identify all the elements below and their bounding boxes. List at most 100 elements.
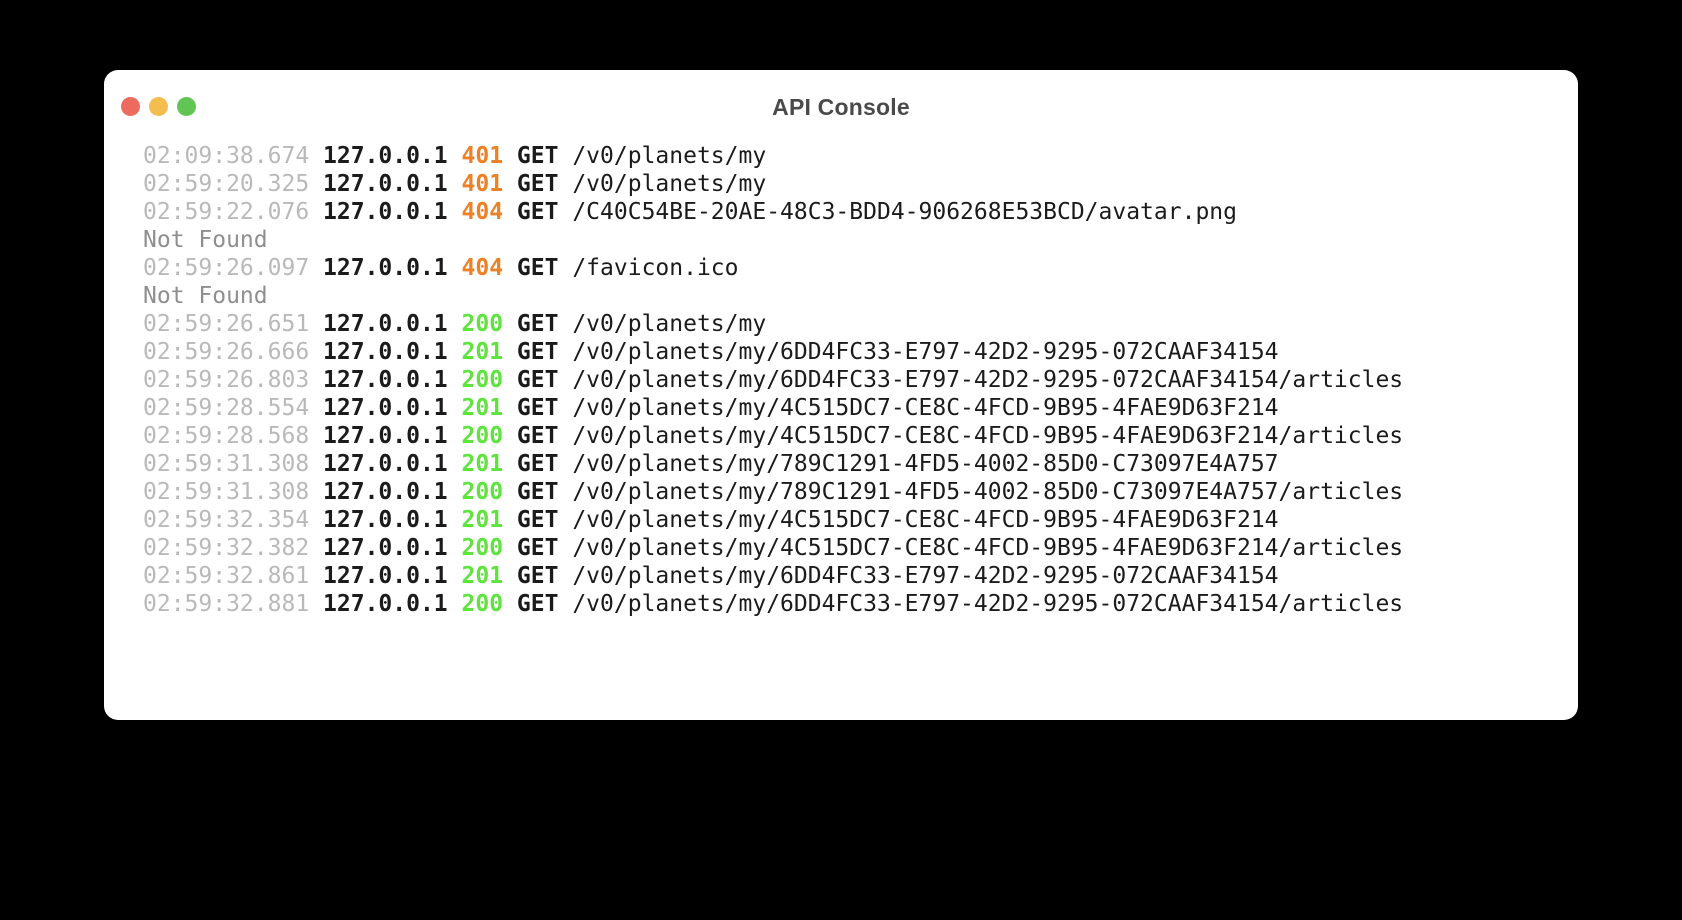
log-path: /v0/planets/my/4C515DC7-CE8C-4FCD-9B95-4…	[572, 507, 1279, 533]
log-status-code: 201	[461, 451, 504, 477]
log-timestamp: 02:59:26.651	[143, 311, 310, 337]
log-path: /v0/planets/my/789C1291-4FD5-4002-85D0-C…	[572, 451, 1279, 477]
log-timestamp: 02:59:22.076	[143, 199, 310, 225]
log-status-code: 404	[461, 255, 504, 281]
api-console-window: API Console 02:09:38.674 127.0.0.1 401 G…	[104, 70, 1578, 720]
log-path: /v0/planets/my/4C515DC7-CE8C-4FCD-9B95-4…	[572, 395, 1279, 421]
log-line: 02:59:28.554 127.0.0.1 201 GET /v0/plane…	[143, 394, 1568, 422]
log-status-code: 200	[461, 423, 504, 449]
log-path: /v0/planets/my/6DD4FC33-E797-42D2-9295-0…	[572, 339, 1279, 365]
log-path: /v0/planets/my/4C515DC7-CE8C-4FCD-9B95-4…	[572, 535, 1404, 561]
log-method: GET	[516, 535, 559, 561]
log-line: 02:59:32.861 127.0.0.1 201 GET /v0/plane…	[143, 562, 1568, 590]
log-method: GET	[516, 395, 559, 421]
log-line: 02:59:32.354 127.0.0.1 201 GET /v0/plane…	[143, 506, 1568, 534]
log-status-code: 200	[461, 479, 504, 505]
log-line: 02:59:20.325 127.0.0.1 401 GET /v0/plane…	[143, 170, 1568, 198]
log-status-code: 200	[461, 591, 504, 617]
log-method: GET	[516, 563, 559, 589]
log-timestamp: 02:59:32.354	[143, 507, 310, 533]
log-method: GET	[516, 311, 559, 337]
log-line: 02:59:22.076 127.0.0.1 404 GET /C40C54BE…	[143, 198, 1568, 226]
log-line: 02:59:28.568 127.0.0.1 200 GET /v0/plane…	[143, 422, 1568, 450]
log-path: /v0/planets/my/6DD4FC33-E797-42D2-9295-0…	[572, 591, 1404, 617]
log-method: GET	[516, 423, 559, 449]
log-timestamp: 02:59:32.881	[143, 591, 310, 617]
log-ip: 127.0.0.1	[323, 395, 448, 421]
log-method: GET	[516, 143, 559, 169]
log-ip: 127.0.0.1	[323, 451, 448, 477]
log-status-code: 401	[461, 143, 504, 169]
log-method: GET	[516, 255, 559, 281]
log-ip: 127.0.0.1	[323, 255, 448, 281]
log-line: 02:59:32.382 127.0.0.1 200 GET /v0/plane…	[143, 534, 1568, 562]
log-status-code: 200	[461, 311, 504, 337]
log-timestamp: 02:59:32.861	[143, 563, 310, 589]
log-path: /v0/planets/my	[572, 171, 767, 197]
traffic-lights	[121, 97, 196, 116]
log-line: 02:59:26.666 127.0.0.1 201 GET /v0/plane…	[143, 338, 1568, 366]
log-ip: 127.0.0.1	[323, 339, 448, 365]
log-timestamp: 02:59:20.325	[143, 171, 310, 197]
log-path: /v0/planets/my/4C515DC7-CE8C-4FCD-9B95-4…	[572, 423, 1404, 449]
log-ip: 127.0.0.1	[323, 423, 448, 449]
log-status-code: 201	[461, 339, 504, 365]
log-method: GET	[516, 591, 559, 617]
log-method: GET	[516, 507, 559, 533]
log-line: 02:59:26.803 127.0.0.1 200 GET /v0/plane…	[143, 366, 1568, 394]
log-timestamp: 02:09:38.674	[143, 143, 310, 169]
log-status-code: 200	[461, 535, 504, 561]
log-line: 02:59:31.308 127.0.0.1 201 GET /v0/plane…	[143, 450, 1568, 478]
log-ip: 127.0.0.1	[323, 171, 448, 197]
log-message: Not Found	[143, 227, 268, 253]
log-ip: 127.0.0.1	[323, 143, 448, 169]
close-button[interactable]	[121, 97, 140, 116]
log: 02:09:38.674 127.0.0.1 401 GET /v0/plane…	[143, 142, 1568, 618]
log-method: GET	[516, 339, 559, 365]
log-method: GET	[516, 451, 559, 477]
log-method: GET	[516, 199, 559, 225]
log-status-code: 200	[461, 367, 504, 393]
log-status-code: 404	[461, 199, 504, 225]
log-timestamp: 02:59:32.382	[143, 535, 310, 561]
log-method: GET	[516, 171, 559, 197]
log-ip: 127.0.0.1	[323, 535, 448, 561]
log-ip: 127.0.0.1	[323, 199, 448, 225]
log-path: /v0/planets/my/789C1291-4FD5-4002-85D0-C…	[572, 479, 1404, 505]
log-path: /v0/planets/my	[572, 311, 767, 337]
titlebar: API Console	[104, 70, 1578, 128]
log-line: 02:59:26.097 127.0.0.1 404 GET /favicon.…	[143, 254, 1568, 282]
log-ip: 127.0.0.1	[323, 507, 448, 533]
log-message: Not Found	[143, 283, 268, 309]
log-timestamp: 02:59:28.568	[143, 423, 310, 449]
log-timestamp: 02:59:26.097	[143, 255, 310, 281]
log-status-code: 401	[461, 171, 504, 197]
log-status-code: 201	[461, 507, 504, 533]
log-timestamp: 02:59:26.666	[143, 339, 310, 365]
minimize-button[interactable]	[149, 97, 168, 116]
log-timestamp: 02:59:31.308	[143, 479, 310, 505]
log-status-code: 201	[461, 563, 504, 589]
zoom-button[interactable]	[177, 97, 196, 116]
log-ip: 127.0.0.1	[323, 367, 448, 393]
log-status-code: 201	[461, 395, 504, 421]
log-line: 02:09:38.674 127.0.0.1 401 GET /v0/plane…	[143, 142, 1568, 170]
log-path: /v0/planets/my/6DD4FC33-E797-42D2-9295-0…	[572, 563, 1279, 589]
log-line: 02:59:26.651 127.0.0.1 200 GET /v0/plane…	[143, 310, 1568, 338]
log-ip: 127.0.0.1	[323, 311, 448, 337]
log-timestamp: 02:59:26.803	[143, 367, 310, 393]
log-ip: 127.0.0.1	[323, 591, 448, 617]
log-path: /favicon.ico	[572, 255, 739, 281]
log-line: 02:59:31.308 127.0.0.1 200 GET /v0/plane…	[143, 478, 1568, 506]
log-ip: 127.0.0.1	[323, 479, 448, 505]
window-title: API Console	[772, 94, 910, 120]
log-method: GET	[516, 479, 559, 505]
log-ip: 127.0.0.1	[323, 563, 448, 589]
log-line: 02:59:32.881 127.0.0.1 200 GET /v0/plane…	[143, 590, 1568, 618]
log-timestamp: 02:59:31.308	[143, 451, 310, 477]
log-path: /v0/planets/my	[572, 143, 767, 169]
log-path: /v0/planets/my/6DD4FC33-E797-42D2-9295-0…	[572, 367, 1404, 393]
log-timestamp: 02:59:28.554	[143, 395, 310, 421]
log-method: GET	[516, 367, 559, 393]
log-path: /C40C54BE-20AE-48C3-BDD4-906268E53BCD/av…	[572, 199, 1237, 225]
